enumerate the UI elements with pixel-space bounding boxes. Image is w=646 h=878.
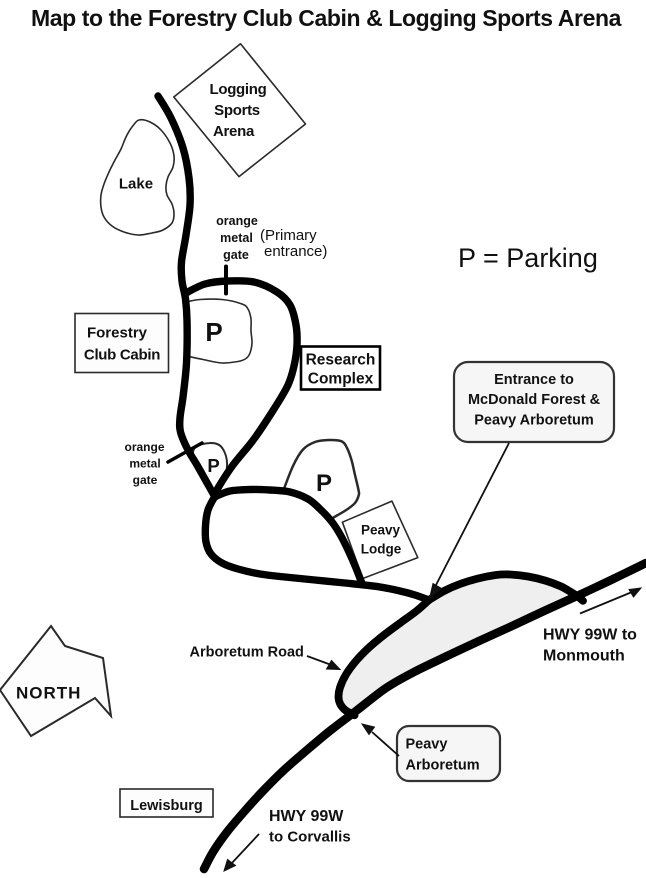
svg-text:P: P [205,317,222,347]
svg-text:Lake: Lake [119,176,153,193]
svg-text:gate: gate [133,473,158,487]
svg-text:to Corvallis: to Corvallis [269,829,351,846]
svg-text:metal: metal [129,457,160,471]
svg-text:Lodge: Lodge [361,542,402,557]
svg-text:Research: Research [306,352,376,369]
svg-text:Logging: Logging [209,81,266,98]
svg-text:Entrance to: Entrance to [494,372,574,388]
svg-text:P = Parking: P = Parking [458,243,598,273]
svg-text:Arboretum: Arboretum [406,758,480,774]
svg-text:Arena: Arena [213,123,255,140]
svg-text:Peavy Arboretum: Peavy Arboretum [474,413,594,429]
svg-text:Forestry: Forestry [87,325,148,342]
svg-text:P: P [316,470,332,497]
svg-text:Arboretum Road: Arboretum Road [190,645,304,661]
svg-text:entrance): entrance) [264,243,327,260]
svg-text:HWY 99W to: HWY 99W to [543,627,637,644]
svg-text:Monmouth: Monmouth [543,648,625,665]
svg-text:Club Cabin: Club Cabin [84,347,160,364]
svg-text:P: P [207,455,219,476]
svg-text:Peavy: Peavy [361,523,401,538]
svg-text:HWY 99W: HWY 99W [269,808,344,825]
svg-text:NORTH: NORTH [16,684,81,703]
svg-text:orange: orange [124,440,164,454]
svg-text:(Primary: (Primary [260,227,317,244]
svg-text:Sports: Sports [214,102,260,119]
svg-text:orange: orange [216,214,258,228]
svg-text:Map to the Forestry Club Cabin: Map to the Forestry Club Cabin & Logging… [31,5,622,31]
svg-text:metal: metal [220,231,253,245]
svg-text:Complex: Complex [308,371,374,388]
svg-text:Peavy: Peavy [406,737,448,753]
svg-text:McDonald Forest &: McDonald Forest & [468,392,601,408]
svg-text:Lewisburg: Lewisburg [130,798,203,814]
svg-text:gate: gate [223,248,249,262]
